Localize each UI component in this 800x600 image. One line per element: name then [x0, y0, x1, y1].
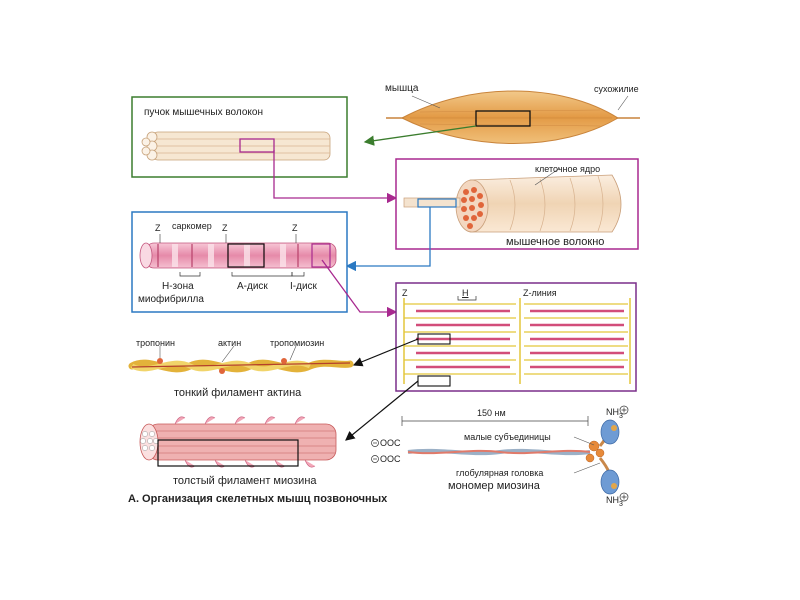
- label-a-disc: А-диск: [237, 281, 268, 292]
- label-myosin-monomer: мономер миозина: [448, 480, 540, 492]
- label-i-disc: I-диск: [290, 281, 317, 292]
- fiber-bundle-illustration: [141, 131, 331, 161]
- label-myofibril: миофибрилла: [138, 294, 204, 305]
- label-muscle: мышца: [385, 83, 419, 94]
- muscle-illustration: [386, 90, 640, 144]
- sarcomere-illustration: [403, 296, 631, 387]
- figure-caption: А. Организация скелетных мышц позвоночны…: [128, 493, 388, 505]
- label-h-zone: Н-зона: [162, 281, 194, 292]
- muscle-selection-box: [475, 110, 531, 127]
- label-tendon: сухожилие: [594, 84, 639, 94]
- label-h-band: H: [462, 288, 469, 298]
- label-z-2: Z: [222, 223, 228, 233]
- label-sarcomere-z: Z: [402, 288, 408, 298]
- sarcomere-box: [395, 282, 637, 392]
- arrow-myofibril-to-sarcomere: [321, 259, 398, 318]
- label-globular-head: глобулярная головка: [456, 468, 544, 478]
- arrow-fiber-to-myofibril: [345, 207, 431, 272]
- label-cell-nucleus: клеточное ядро: [535, 164, 601, 174]
- label-fiber-bundle: пучок мышечных волокон: [144, 107, 263, 118]
- label-nh3-bottom: NH3: [606, 495, 623, 508]
- label-ooc-2: OOC: [380, 454, 401, 464]
- label-sarcomere: саркомер: [172, 221, 212, 231]
- arrow-muscle-to-bundle: [363, 125, 477, 146]
- thin-filament-illustration: [128, 345, 354, 374]
- thick-filament-illustration: [139, 416, 337, 468]
- label-actin: актин: [218, 338, 242, 348]
- arrow-to-thick-filament: [345, 380, 419, 441]
- label-small-subunits: малые субъединицы: [464, 432, 551, 442]
- label-z-1: Z: [155, 223, 161, 233]
- muscle-fiber-illustration: [403, 167, 622, 233]
- label-z-line: Z-линия: [523, 288, 557, 298]
- label-thin-filament: тонкий филамент актина: [174, 387, 302, 399]
- label-muscle-fiber: мышечное волокно: [506, 236, 605, 248]
- label-tropomyosin: тропомиозин: [270, 338, 325, 348]
- arrow-to-thin-filament: [352, 338, 419, 367]
- label-ooc-1: OOC: [380, 438, 401, 448]
- arrow-bundle-to-fiber: [273, 150, 398, 204]
- label-troponin: тропонин: [136, 338, 175, 348]
- label-z-3: Z: [292, 223, 298, 233]
- label-nh3-top: NH3: [606, 407, 623, 420]
- label-thick-filament: толстый филамент миозина: [173, 475, 317, 487]
- myosin-monomer-illustration: [371, 405, 629, 502]
- myofibril-illustration: [139, 234, 337, 277]
- label-length: 150 нм: [477, 408, 506, 418]
